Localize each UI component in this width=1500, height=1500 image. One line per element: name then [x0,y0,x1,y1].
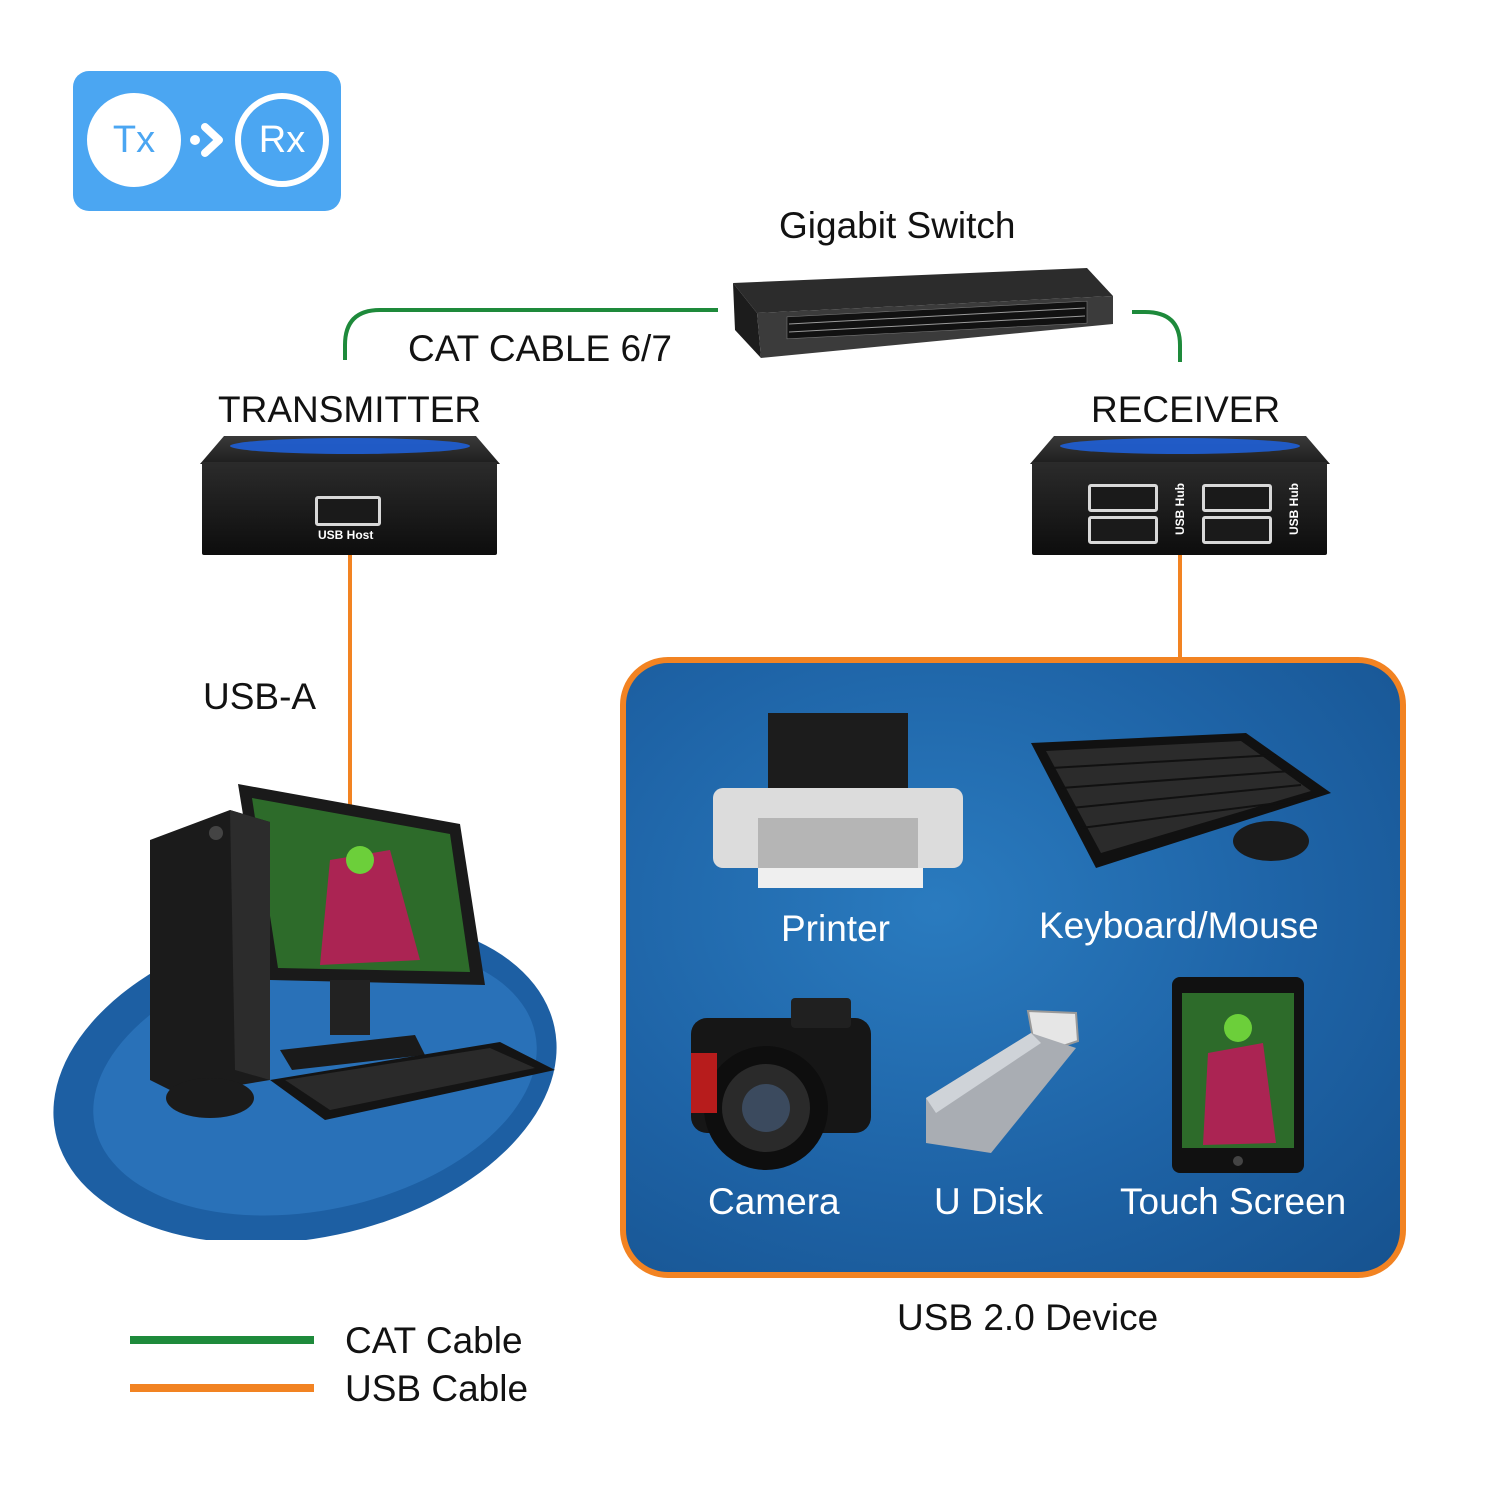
legend-cat-label: CAT Cable [345,1320,523,1361]
usb-hub-port [1202,516,1272,544]
camera-label: Camera [708,1181,840,1222]
u-disk-image [926,1009,1080,1153]
tx-circle: Tx [87,93,181,187]
cat-cable-label: CAT CABLE 6/7 [408,328,672,369]
receiver-label: RECEIVER [1091,389,1281,430]
u-disk-label: U Disk [934,1181,1043,1222]
camera-image [691,998,871,1170]
keyboard-mouse-label: Keyboard/Mouse [1039,905,1319,946]
computer-illustration [53,784,557,1240]
usb-device-panel: Printer Keyboard/Mouse Camera U Disk [620,657,1406,1278]
usb-host-label: USB Host [318,528,374,542]
cat-cable-right [1132,310,1182,362]
tx-rx-badge: Tx Rx [73,71,341,211]
legend-cat-line [130,1336,314,1344]
legend-usb-label: USB Cable [345,1368,529,1409]
touch-screen-image [1172,977,1304,1173]
gigabit-switch [733,268,1113,358]
keyboard-mouse-image [1031,733,1331,868]
usb-hub-port [1202,484,1272,512]
usb-host-port [315,496,381,526]
transmitter-label: TRANSMITTER [218,389,482,430]
receiver-stripe [1060,438,1300,454]
usb-hub-label: USB Hub [1287,483,1301,535]
rx-circle: Rx [235,93,329,187]
usb-hub-port [1088,484,1158,512]
printer-label: Printer [781,908,890,949]
transmitter-stripe [230,438,470,454]
usb-hub-label: USB Hub [1173,483,1187,535]
switch-label: Gigabit Switch [779,205,1016,246]
legend-usb-line [130,1384,314,1392]
transmitter-device: USB Host [202,462,497,555]
usb-a-label: USB-A [203,676,317,717]
usb-hub-port [1088,516,1158,544]
cat-cable-left [343,308,718,360]
receiver-device: USB Hub USB Hub [1032,462,1327,555]
printer-image [713,713,963,888]
usb-device-label: USB 2.0 Device [897,1297,1159,1338]
chevron-right-icon [190,123,223,157]
touch-screen-label: Touch Screen [1120,1181,1347,1222]
